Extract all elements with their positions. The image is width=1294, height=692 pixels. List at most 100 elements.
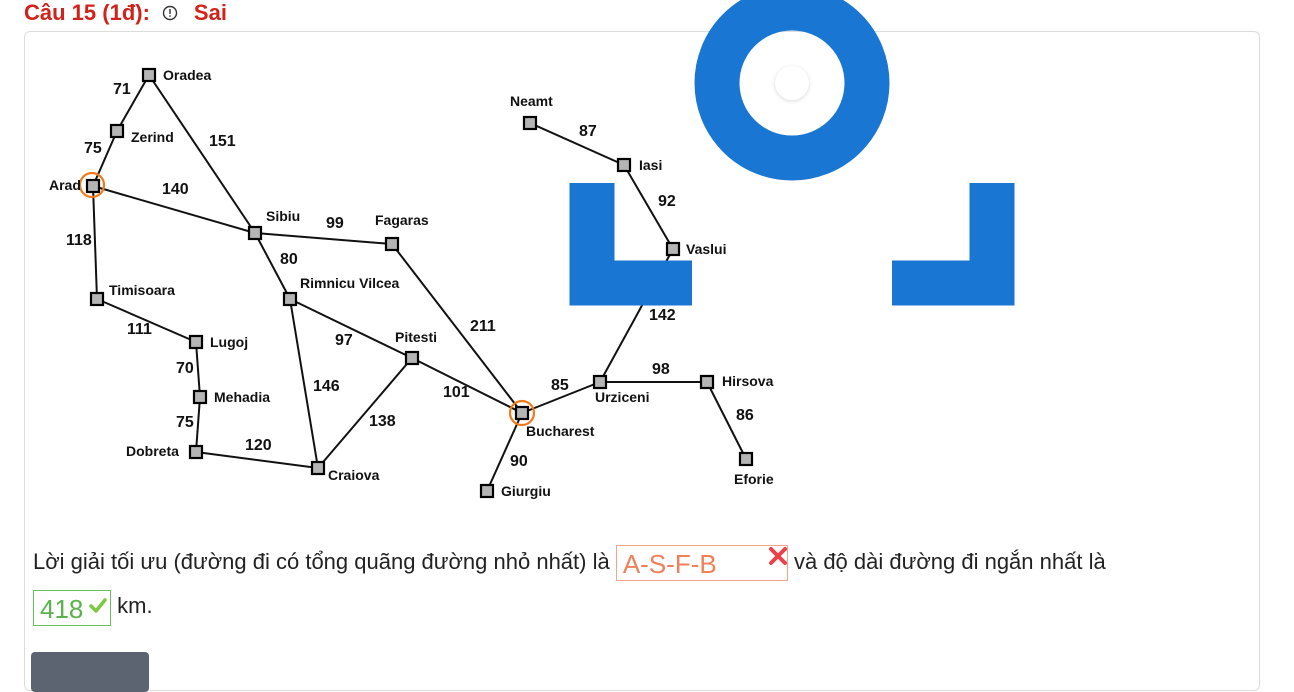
edge-fagaras-bucharest bbox=[391, 243, 523, 414]
dist-craiova-pitesti: 138 bbox=[369, 413, 396, 430]
dist-hirsova-eforie: 86 bbox=[736, 407, 754, 424]
edge-bucharest-giurgiu bbox=[486, 412, 523, 492]
label-vaslui: Vaslui bbox=[686, 241, 726, 257]
edge-sibiu-fagaras bbox=[254, 232, 393, 245]
answer-text-after: km. bbox=[117, 593, 153, 618]
label-pitesti: Pitesti bbox=[395, 329, 437, 345]
path-answer-box[interactable]: A-S-F-B bbox=[615, 545, 788, 582]
node-oradea bbox=[141, 67, 157, 83]
label-iasi: Iasi bbox=[639, 157, 662, 173]
info-circle-icon bbox=[162, 5, 178, 21]
cross-icon bbox=[767, 540, 789, 576]
edge-iasi-neamt bbox=[529, 122, 625, 166]
node-rimnicu bbox=[282, 291, 298, 307]
node-craiova bbox=[310, 460, 326, 476]
edge-zerind-arad bbox=[92, 130, 118, 187]
answer-text-middle: và độ dài đường đi ngắn nhất là bbox=[793, 549, 1106, 574]
graph-edges bbox=[92, 74, 747, 492]
submit-button[interactable] bbox=[31, 652, 149, 692]
edge-arad-timisoara bbox=[92, 185, 98, 300]
distance-labels: 71 75 151 140 118 99 80 111 70 75 120 14… bbox=[66, 81, 754, 470]
dist-timisoara-lugoj: 111 bbox=[127, 321, 152, 338]
length-answer-value: 418 bbox=[40, 594, 84, 625]
dist-mehadia-dobreta: 75 bbox=[176, 414, 194, 431]
node-vaslui bbox=[665, 241, 681, 257]
graph-nodes bbox=[85, 67, 754, 499]
length-answer-box[interactable]: 418 bbox=[33, 589, 111, 627]
dist-fagaras-bucharest: 211 bbox=[470, 318, 496, 335]
edge-vaslui-iasi bbox=[623, 164, 674, 250]
dist-pitesti-bucharest: 101 bbox=[443, 384, 470, 401]
node-zerind bbox=[109, 123, 125, 139]
dist-oradea-sibiu: 151 bbox=[209, 133, 236, 150]
node-giurgiu bbox=[479, 483, 495, 499]
edge-arad-sibiu bbox=[92, 185, 256, 234]
node-dobreta bbox=[188, 444, 204, 460]
node-iasi bbox=[616, 157, 632, 173]
node-urziceni bbox=[592, 374, 608, 390]
label-oradea: Oradea bbox=[163, 67, 211, 83]
edge-timisoara-lugoj bbox=[96, 298, 197, 343]
question-card: Oradea Zerind Arad Sibiu Fagaras Timisoa… bbox=[24, 0, 1260, 692]
label-bucharest: Bucharest bbox=[526, 423, 595, 439]
edge-hirsova-eforie bbox=[706, 381, 747, 460]
dist-oradea-zerind: 71 bbox=[113, 81, 131, 98]
label-timisoara: Timisoara bbox=[109, 282, 175, 298]
check-icon bbox=[88, 589, 108, 625]
answer-text-before: Lời giải tối ưu (đường đi có tổng quãng … bbox=[33, 549, 610, 574]
edge-mehadia-dobreta bbox=[195, 396, 201, 453]
city-labels: Oradea Zerind Arad Sibiu Fagaras Timisoa… bbox=[49, 67, 774, 499]
label-dobreta: Dobreta bbox=[126, 443, 179, 459]
dist-dobreta-craiova: 120 bbox=[245, 437, 272, 454]
dist-lugoj-mehadia: 70 bbox=[176, 360, 194, 377]
highlight-goal-circle bbox=[508, 399, 536, 427]
edge-rimnicu-craiova bbox=[289, 298, 319, 469]
zoom-scan-icon bbox=[407, 0, 1177, 333]
edge-lugoj-mehadia bbox=[195, 341, 201, 398]
node-pitesti bbox=[404, 350, 420, 366]
dist-rimnicu-pitesti: 97 bbox=[335, 332, 353, 349]
label-eforie: Eforie bbox=[734, 471, 774, 487]
label-arad: Arad bbox=[49, 177, 81, 193]
dist-arad-timisoara: 118 bbox=[66, 232, 92, 249]
node-timisoara bbox=[89, 291, 105, 307]
dist-sibiu-fagaras: 99 bbox=[326, 215, 344, 232]
label-sibiu: Sibiu bbox=[266, 208, 300, 224]
dist-urziceni-vaslui: 142 bbox=[649, 307, 676, 324]
dist-zerind-arad: 75 bbox=[84, 140, 102, 157]
node-mehadia bbox=[192, 389, 208, 405]
node-hirsova bbox=[699, 374, 715, 390]
edge-oradea-sibiu bbox=[148, 74, 256, 234]
node-lugoj bbox=[188, 334, 204, 350]
label-zerind: Zerind bbox=[131, 129, 174, 145]
dist-bucharest-giurgiu: 90 bbox=[510, 453, 528, 470]
node-neamt bbox=[522, 115, 538, 131]
dist-rimnicu-craiova: 146 bbox=[313, 378, 340, 395]
label-mehadia: Mehadia bbox=[214, 389, 270, 405]
path-answer-value: A-S-F-B bbox=[622, 549, 717, 580]
edge-bucharest-urziceni bbox=[521, 381, 601, 414]
label-neamt: Neamt bbox=[510, 93, 553, 109]
node-eforie bbox=[738, 451, 754, 467]
label-rimnicu: Rimnicu Vilcea bbox=[300, 275, 400, 291]
question-header: Câu 15 (1đ): Sai bbox=[24, 0, 227, 26]
edge-pitesti-bucharest bbox=[411, 357, 523, 414]
node-fagaras bbox=[384, 236, 400, 252]
label-urziceni: Urziceni bbox=[595, 389, 649, 405]
dist-bucharest-urziceni: 85 bbox=[551, 377, 569, 394]
node-arad bbox=[85, 178, 101, 194]
zoom-scan-button[interactable] bbox=[569, 0, 1015, 306]
edge-rimnicu-pitesti bbox=[289, 298, 413, 359]
dist-arad-sibiu: 140 bbox=[162, 181, 189, 198]
label-hirsova: Hirsova bbox=[722, 373, 774, 389]
romania-map-graph: Oradea Zerind Arad Sibiu Fagaras Timisoa… bbox=[45, 0, 1015, 552]
label-fagaras: Fagaras bbox=[375, 212, 429, 228]
answer-sentence: Lời giải tối ưu (đường đi có tổng quãng … bbox=[33, 540, 1253, 628]
edge-oradea-zerind bbox=[116, 74, 150, 132]
edge-dobreta-craiova bbox=[195, 451, 319, 469]
dist-iasi-neamt: 87 bbox=[579, 123, 597, 140]
label-craiova: Craiova bbox=[328, 467, 380, 483]
result-status: Sai bbox=[193, 0, 227, 25]
dist-urziceni-hirsova: 98 bbox=[652, 361, 670, 378]
dist-vaslui-iasi: 92 bbox=[658, 193, 676, 210]
